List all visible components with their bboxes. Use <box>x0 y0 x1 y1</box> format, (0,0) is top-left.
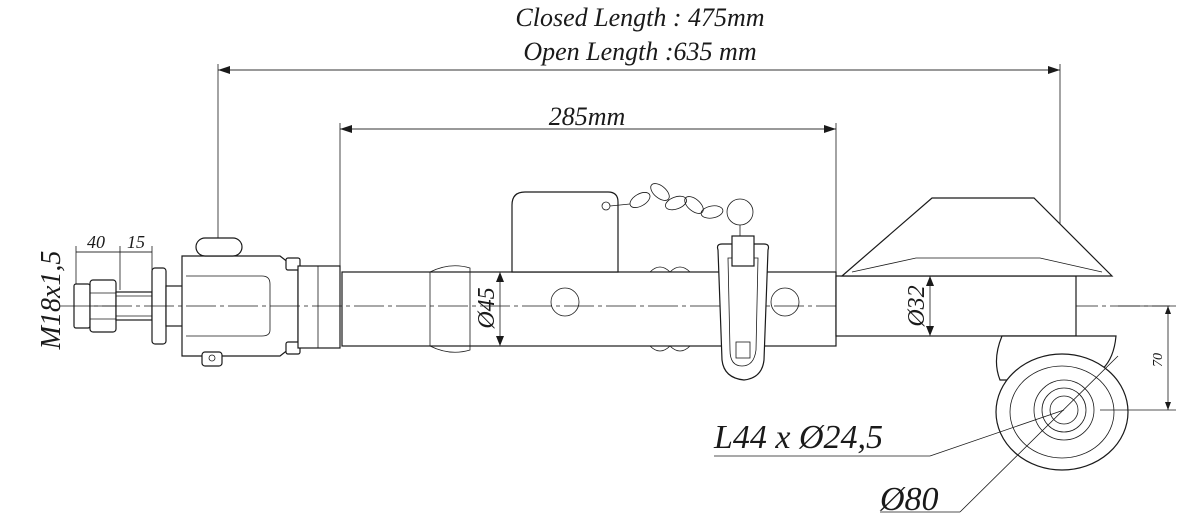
rod-diameter-dim <box>926 276 934 336</box>
dim-40-label: 40 <box>87 232 105 252</box>
open-length-label: Open Length :635 mm <box>523 37 756 66</box>
dim-15-label: 15 <box>127 232 145 252</box>
rod-diameter-label: Ø32 <box>904 285 930 327</box>
ball-spec-label: L44 x Ø24,5 <box>713 419 883 456</box>
ball-diameter-leader <box>880 355 1119 513</box>
ball-joint <box>995 353 1129 471</box>
locking-clip <box>716 235 770 381</box>
offset-label: 70 <box>1151 353 1166 367</box>
lock-holder-plate <box>511 191 619 273</box>
closed-length-label: Closed Length : 475mm <box>515 3 764 32</box>
chain <box>601 183 754 240</box>
inner-length-label: 285mm <box>549 102 626 131</box>
inner-dimension-line <box>339 123 837 272</box>
tube-diameter-label: Ø45 <box>474 287 500 329</box>
ball-diameter-label: Ø80 <box>879 481 939 518</box>
thread-label: M18x1,5 <box>36 251 67 351</box>
ball-spec-leader <box>714 409 1065 457</box>
offset-dimension <box>1100 305 1176 411</box>
inner-rod <box>835 275 1077 337</box>
clevis-fork <box>181 237 341 367</box>
tube-diameter-dim <box>496 272 504 346</box>
